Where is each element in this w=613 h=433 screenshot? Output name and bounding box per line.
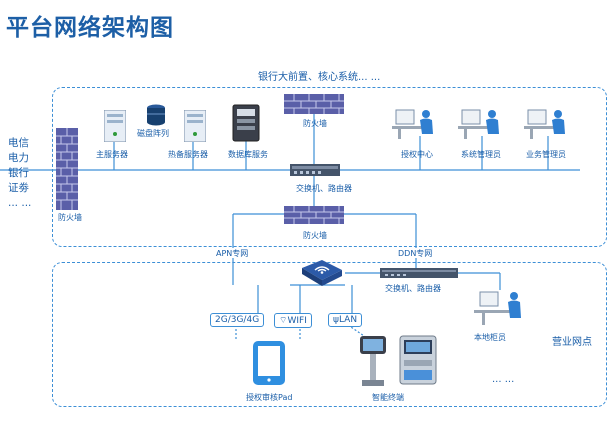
top-switch-router-icon [290, 164, 340, 176]
wifi-network-badge: ⌔WIFI [274, 313, 312, 328]
lan-icon: ψ [333, 315, 339, 325]
external-party-more: ... ... [8, 197, 32, 209]
external-party-securities: 证劵 [8, 182, 29, 194]
local-teller-icon [474, 291, 521, 325]
business-outlet-label: 营业网点 [552, 337, 592, 348]
hot-standby-label: 热备服务器 [168, 150, 208, 159]
top-switch-router-label: 交换机、路由器 [296, 184, 352, 193]
main-server-label: 主服务器 [96, 150, 128, 159]
external-party-power: 电力 [8, 152, 29, 164]
system-admin-label: 系统管理员 [461, 150, 501, 159]
datacenter-zone [52, 87, 607, 247]
top-firewall-icon [284, 94, 344, 114]
tablet-pad-icon [253, 341, 285, 385]
external-parties-list: 电信 电力 银行 证劵 ... ... [8, 136, 31, 211]
page-title: 平台网络架构图 [6, 15, 174, 41]
auth-pad-label: 授权审核Pad [246, 393, 293, 402]
left-firewall-label: 防火墙 [58, 213, 82, 222]
hot-standby-server-icon [184, 110, 206, 142]
apn-network-label: APN专网 [216, 249, 249, 258]
top-system-label: 银行大前置、核心系统... ... [258, 72, 381, 83]
external-party-telecom: 电信 [8, 137, 29, 149]
bottom-switch-router-label: 交换机、路由器 [385, 284, 441, 293]
external-party-bank: 银行 [8, 167, 29, 179]
business-admin-label: 业务管理员 [526, 150, 566, 159]
local-teller-label: 本地柜员 [474, 333, 506, 342]
smart-terminal-icon [360, 335, 437, 386]
main-server-icon [104, 110, 126, 142]
top-firewall-label: 防火墙 [303, 119, 327, 128]
middle-firewall-label: 防火墙 [303, 231, 327, 240]
left-firewall-icon [56, 128, 78, 210]
auth-center-icon [392, 109, 433, 139]
database-server-label: 数据库服务 [228, 150, 268, 159]
more-devices-ellipsis: ... ... [492, 374, 515, 385]
wifi-icon: ⌔ [279, 316, 288, 326]
outlet-zone [52, 262, 607, 407]
database-server-icon [232, 104, 260, 142]
auth-center-label: 授权中心 [401, 150, 433, 159]
wireless-modem-icon [302, 260, 342, 286]
lan-network-badge: ψLAN [328, 313, 363, 327]
system-admin-icon [458, 109, 499, 139]
business-admin-icon [524, 109, 565, 139]
bottom-switch-router-icon [380, 268, 458, 278]
cellular-network-badge: 2G/3G/4G [210, 313, 265, 327]
ddn-network-label: DDN专网 [398, 249, 433, 258]
middle-firewall-icon [284, 206, 344, 224]
disk-array-icon [147, 104, 165, 126]
smart-terminal-label: 智能终端 [372, 393, 404, 402]
disk-array-label: 磁盘阵列 [137, 129, 169, 138]
